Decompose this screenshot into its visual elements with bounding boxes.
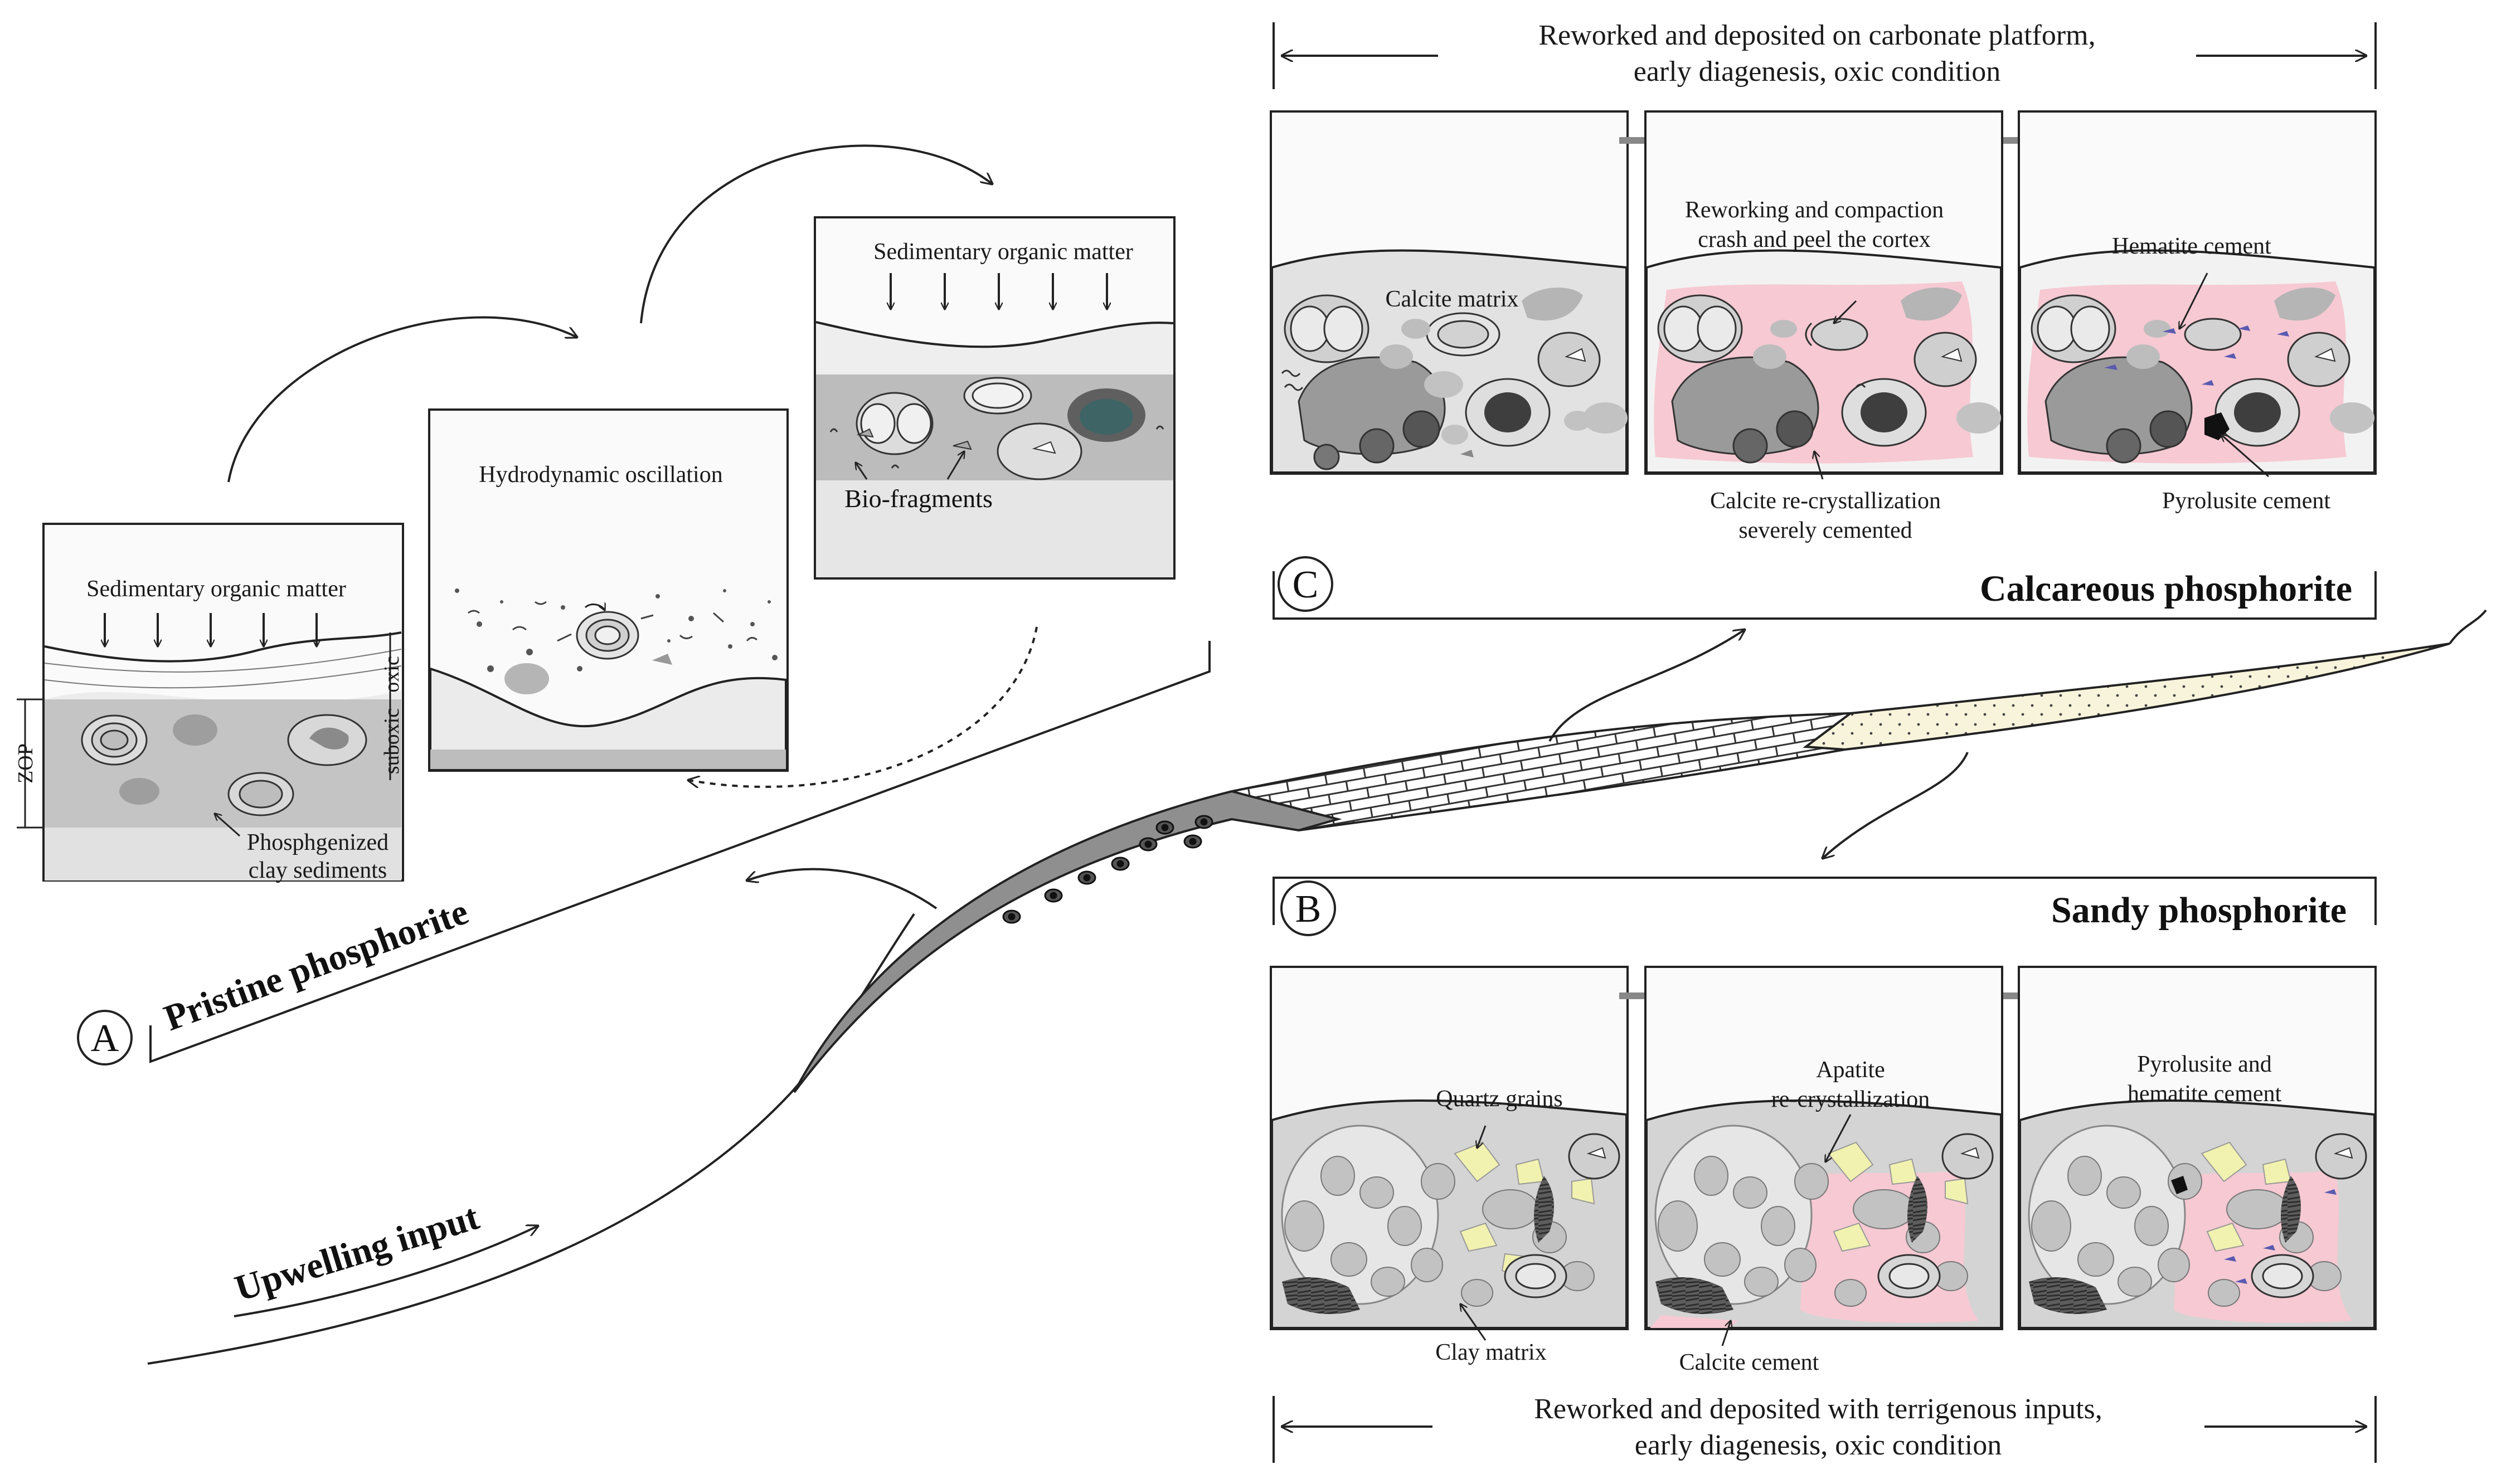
quartz-grains-label: Quartz grains: [1436, 1086, 1562, 1112]
box-b3-label-2: hematite cement: [2128, 1081, 2282, 1107]
panel-b: B Sandy phosphorite: [1270, 877, 2377, 1463]
panel-c-header-2: early diagenesis, oxic condition: [1634, 56, 2000, 87]
suboxic-label: suboxic: [380, 708, 404, 774]
hematite-cement-marks: [2104, 325, 2289, 386]
panel-b-letter: B: [1295, 888, 1322, 931]
box-a3: Sedimentary organic matter: [814, 216, 1176, 580]
sandstone-wedge: [1803, 643, 2450, 751]
gray-wedge: [793, 790, 1342, 1093]
sedimentary-wedges: [793, 609, 2487, 1093]
oxic-label: oxic: [380, 656, 404, 692]
pyrolusite-cement-label: Pyrolusite cement: [2162, 488, 2330, 514]
arrow-to-box2: [747, 868, 938, 909]
box-a1-label-1: Phosphgenized: [247, 830, 388, 855]
box-a1-label-2: clay sediments: [249, 858, 387, 883]
box-c2: Reworking and compaction crash and peel …: [1644, 110, 2003, 480]
box-b2-label-2: re-crystallization: [1771, 1087, 1930, 1112]
box-b3-label-1: Pyrolusite and: [2137, 1052, 2271, 1077]
panel-b-bracket: [1273, 877, 2377, 925]
box-b1: Quartz grains: [1270, 966, 1629, 1341]
box-c2-label-1: Reworking and compaction: [1685, 197, 1944, 223]
carbonate-wedge: [1231, 712, 1854, 831]
box-a1-organic-label: Sedimentary organic matter: [86, 576, 346, 602]
panel-c-header-1: Reworked and deposited on carbonate plat…: [1538, 20, 2095, 51]
panel-b-footer-1: Reworked and deposited with terrigenous …: [1534, 1393, 2102, 1425]
organic-arrows-a3: [891, 273, 1107, 309]
suspended-fragments: [468, 601, 757, 642]
upwelling-arrow: [234, 1226, 538, 1317]
hematite-cement-label: Hematite cement: [2112, 233, 2271, 259]
cycle-arrow-3: [688, 626, 1038, 787]
pristine-bracket: [149, 641, 1211, 1063]
panel-a-title: Pristine phosphorite: [159, 891, 473, 1039]
calcite-matrix-label: Calcite matrix: [1385, 286, 1518, 312]
hematite-marks-b3: [2224, 1189, 2337, 1284]
panel-b-letter-circle: [1280, 880, 1336, 936]
panel-b-title: Sandy phosphorite: [2051, 890, 2347, 931]
box-a1: Sedimentary organic matter ZOP oxic subo…: [14, 523, 404, 883]
cycle-arrow-2: [640, 144, 992, 324]
panel-a-letter: A: [91, 1017, 119, 1060]
bio-fragments-label: Bio-fragments: [844, 484, 993, 513]
panel-a-letter-circle: [77, 1010, 133, 1065]
panel-c-letter: C: [1293, 563, 1319, 606]
box-a2-title: Hydrodynamic oscillation: [479, 462, 722, 488]
cycle-arrow-1: [227, 316, 577, 483]
panel-c: Reworked and deposited on carbonate plat…: [1270, 20, 2377, 620]
panel-c-bracket: [1273, 571, 2377, 620]
quartz-grains-b3: [2201, 1141, 2292, 1252]
clay-matrix-label: Clay matrix: [1435, 1340, 1546, 1365]
upper-tail: [2449, 609, 2487, 645]
upwelling-label: Upwelling input: [230, 1196, 484, 1309]
arrow-to-b: [1823, 752, 1969, 858]
organic-arrows-a1: [105, 613, 317, 646]
panel-c-title: Calcareous phosphorite: [1980, 568, 2352, 609]
panel-b-footer-2: early diagenesis, oxic condition: [1635, 1429, 2002, 1461]
box-a2: Hydrodynamic oscillation: [428, 408, 789, 772]
box-c1: Calcite matrix: [1270, 110, 1629, 475]
pyrolusite-grain: [2171, 1176, 2188, 1194]
box-b3: Pyrolusite and hematite cement: [2018, 966, 2377, 1330]
zop-label: ZOP: [14, 743, 37, 784]
box-c2-label-2: crash and peel the cortex: [1698, 227, 1930, 252]
arrow-to-c: [1548, 630, 1745, 742]
box-b2: Apatite re-crystallization: [1644, 966, 2003, 1346]
quartz-grains-b2: [1827, 1141, 1969, 1252]
phosphate-nodules: [1002, 815, 1213, 924]
suspended-particles: [455, 588, 778, 672]
panel-a: Upwelling input Pristine phosphorite A: [14, 144, 1211, 1365]
box-b2-label-1: Apatite: [1816, 1057, 1885, 1083]
panel-c-letter-circle: [1278, 556, 1333, 612]
box-c2-bottom-2: severely cemented: [1738, 518, 1912, 543]
box-a3-organic-label: Sedimentary organic matter: [873, 239, 1133, 265]
calcite-cement-label: Calcite cement: [1679, 1350, 1819, 1375]
box-c3: Hematite cement: [2018, 110, 2377, 478]
box-c2-bottom-1: Calcite re-crystallization: [1710, 488, 1941, 514]
